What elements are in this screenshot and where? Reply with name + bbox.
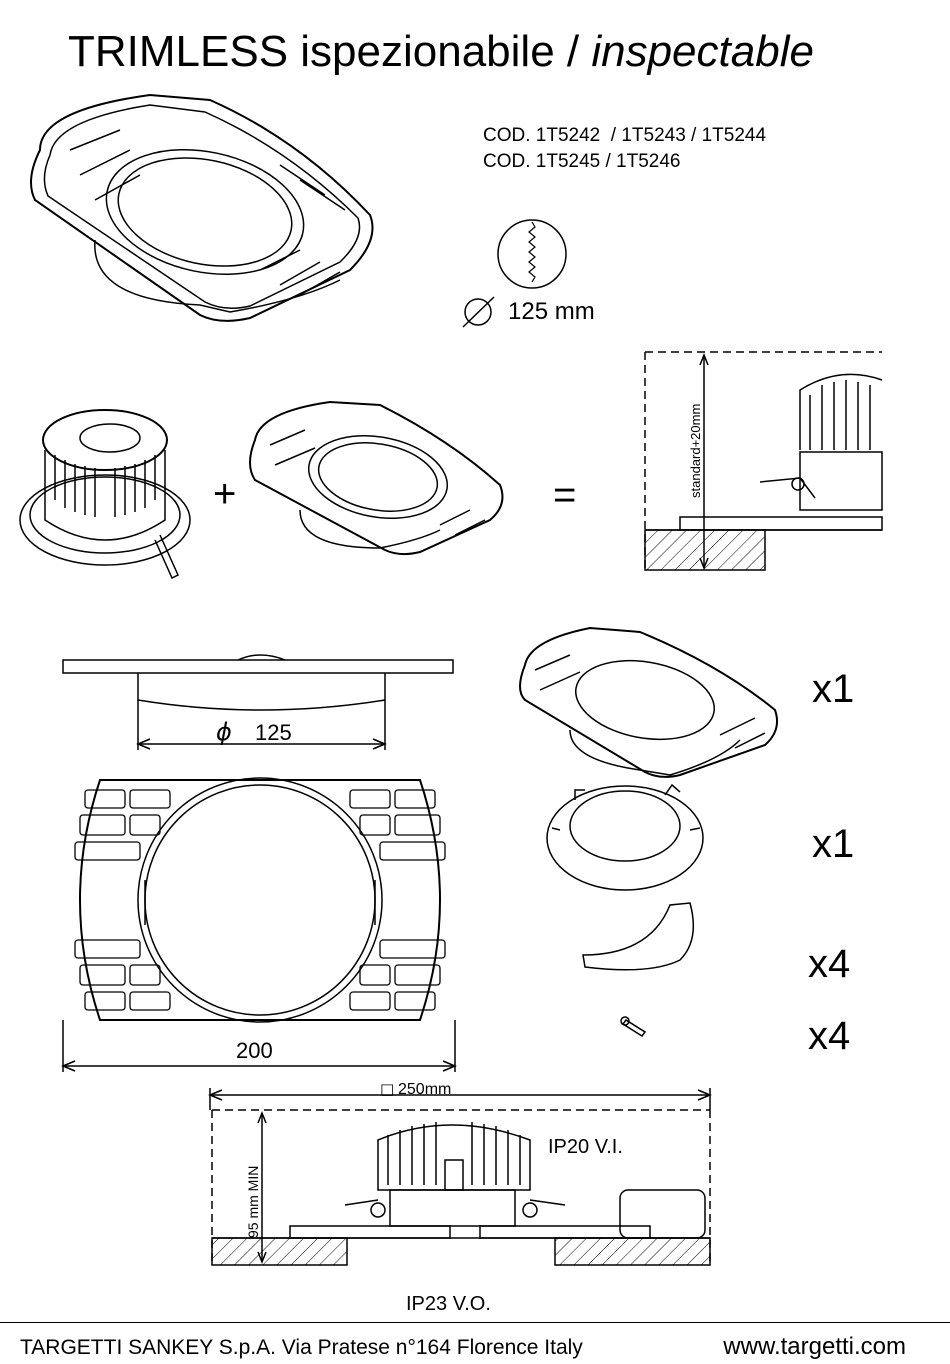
min-depth-dimension: 95 mm MIN	[245, 1166, 261, 1238]
width-dimension: 200	[236, 1038, 273, 1063]
frame-plan-view	[61, 777, 457, 1072]
luminaire-perspective	[19, 409, 191, 580]
installed-section-bottom	[208, 1088, 712, 1266]
kit-frame	[519, 626, 778, 778]
ip-rating-inside: IP20 V.I.	[548, 1136, 623, 1158]
kit-segment	[582, 902, 695, 971]
cutout-square-dimension: 250mm	[398, 1081, 451, 1098]
kit-qty-ring: x1	[812, 822, 855, 866]
title-main: TRIMLESS ispezionabile /	[68, 27, 592, 76]
footer-divider	[0, 1322, 950, 1323]
plus-sign: +	[213, 472, 236, 516]
frame-perspective-middle	[249, 400, 504, 556]
footer-website-link[interactable]: www.targetti.com	[723, 1333, 906, 1360]
page-title: TRIMLESS ispezionabile / inspectable	[68, 26, 814, 78]
ip-rating-outside: IP23 V.O.	[406, 1293, 491, 1315]
diameter-dimension: 125	[255, 720, 292, 745]
footer-company: TARGETTI SANKEY S.p.A. Via Pratese n°164…	[20, 1336, 583, 1359]
cutout-diameter-symbol	[462, 219, 567, 328]
cutout-diameter-label: 125 mm	[508, 298, 595, 325]
equals-sign: =	[553, 473, 576, 517]
title-italic: inspectable	[591, 27, 814, 76]
height-label: standard+20mm	[688, 404, 703, 498]
kit-qty-frame: x1	[812, 667, 855, 711]
installed-section	[644, 351, 883, 571]
kit-ring	[546, 783, 704, 891]
code-line-2: COD. 1T5245 / 1T5246	[483, 151, 681, 172]
kit-qty-screw: x4	[808, 1014, 851, 1058]
kit-screw	[620, 1016, 647, 1038]
code-line-1: COD. 1T5242 / 1T5243 / 1T5244	[483, 125, 767, 146]
frame-perspective-top	[30, 93, 374, 322]
kit-qty-segment: x4	[808, 942, 851, 986]
phi-symbol: ϕ	[216, 718, 232, 746]
frame-side-view	[62, 654, 454, 750]
square-glyph: □	[380, 1080, 394, 1098]
